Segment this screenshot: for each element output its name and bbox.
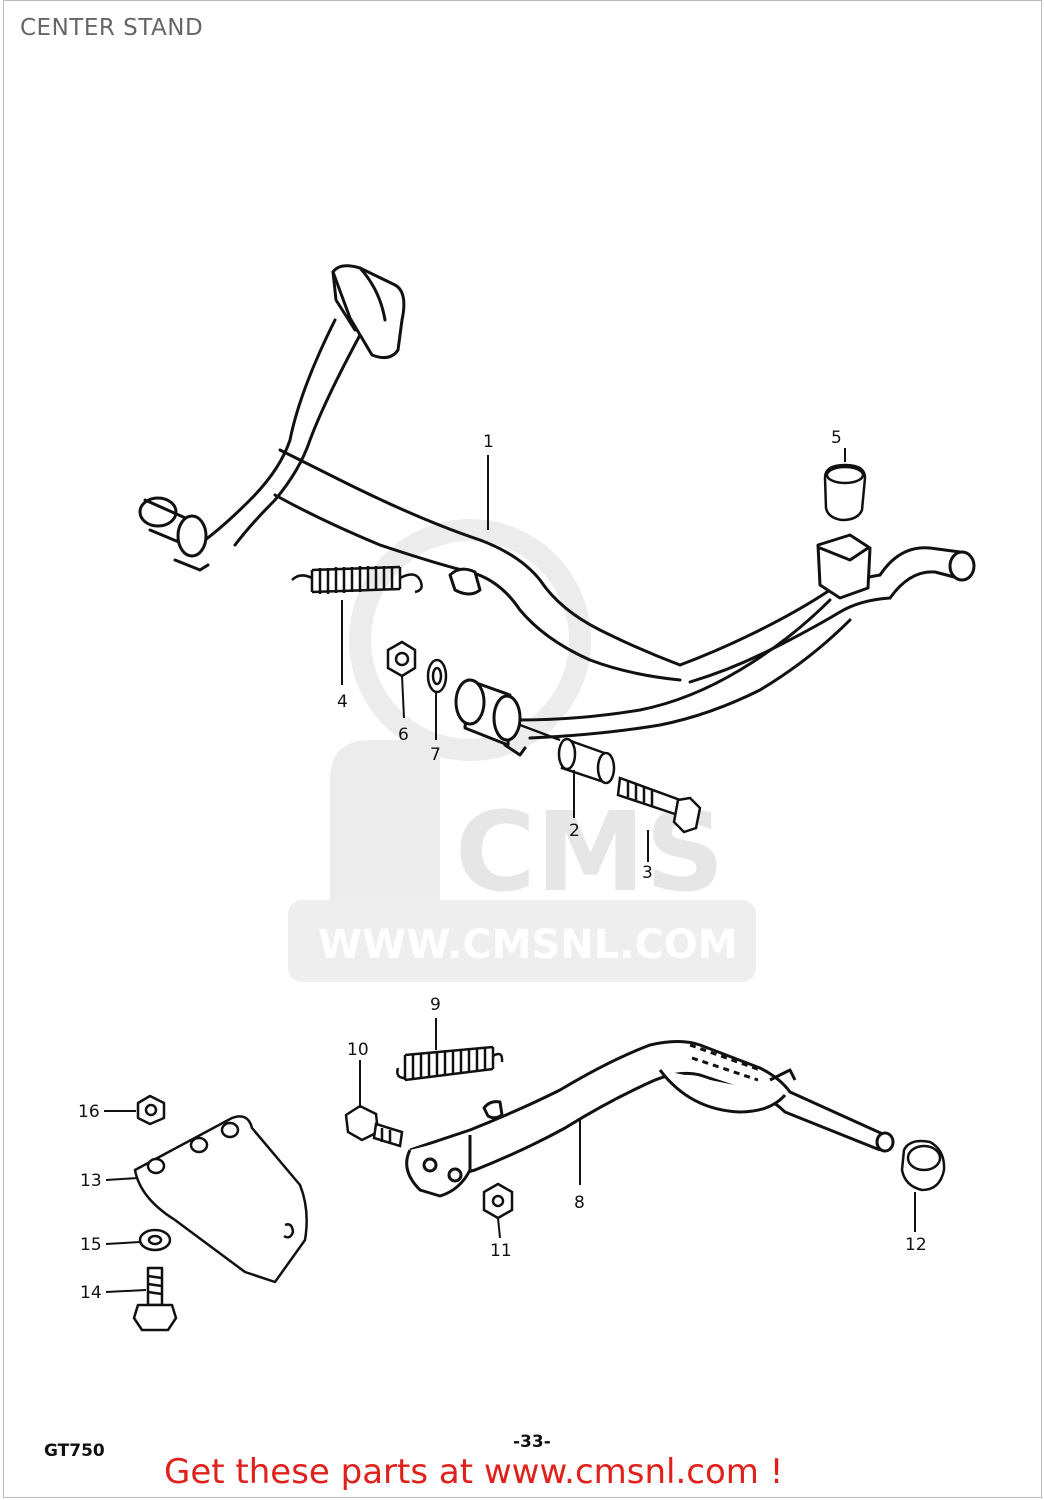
cushion-5-drawing <box>823 463 867 522</box>
watermark: CMS WWW.CMSNL.COM <box>288 519 756 982</box>
page-number: -33- <box>513 1432 551 1452</box>
leader-lines <box>104 448 916 1293</box>
callout-13: 13 <box>80 1171 102 1191</box>
callout-12: 12 <box>905 1235 927 1255</box>
page-title: CENTER STAND <box>20 15 204 41</box>
callout-4: 4 <box>337 692 348 712</box>
callout-9: 9 <box>430 995 441 1015</box>
page-frame <box>3 0 1042 1498</box>
callout-6: 6 <box>398 725 409 745</box>
callout-7: 7 <box>430 745 441 765</box>
callout-11: 11 <box>490 1241 512 1261</box>
callout-10: 10 <box>347 1040 369 1060</box>
bolt-10-nut-11-drawing <box>344 1104 514 1220</box>
center-stand-drawing <box>138 264 976 757</box>
callout-16: 16 <box>78 1102 100 1122</box>
nut-washer-drawing <box>386 640 448 694</box>
callout-5: 5 <box>831 428 842 448</box>
footer-parts-link[interactable]: Get these parts at www.cmsnl.com ! <box>164 1452 784 1492</box>
callout-15: 15 <box>80 1235 102 1255</box>
prop-stand-drawing <box>405 1040 895 1198</box>
spring-9-drawing <box>396 1045 504 1082</box>
cushion-12-drawing <box>900 1139 946 1192</box>
callouts: 1 2 3 4 5 6 7 8 9 10 11 12 13 14 15 16 <box>78 428 927 1303</box>
callout-1: 1 <box>483 432 494 452</box>
model-code: GT750 <box>44 1441 105 1461</box>
callout-14: 14 <box>80 1283 102 1303</box>
spring-4-drawing <box>291 565 423 594</box>
callout-8: 8 <box>574 1193 585 1213</box>
watermark-url: WWW.CMSNL.COM <box>318 922 738 968</box>
bracket-drawing <box>132 1094 308 1332</box>
callout-2: 2 <box>569 821 580 841</box>
callout-3: 3 <box>642 863 653 883</box>
